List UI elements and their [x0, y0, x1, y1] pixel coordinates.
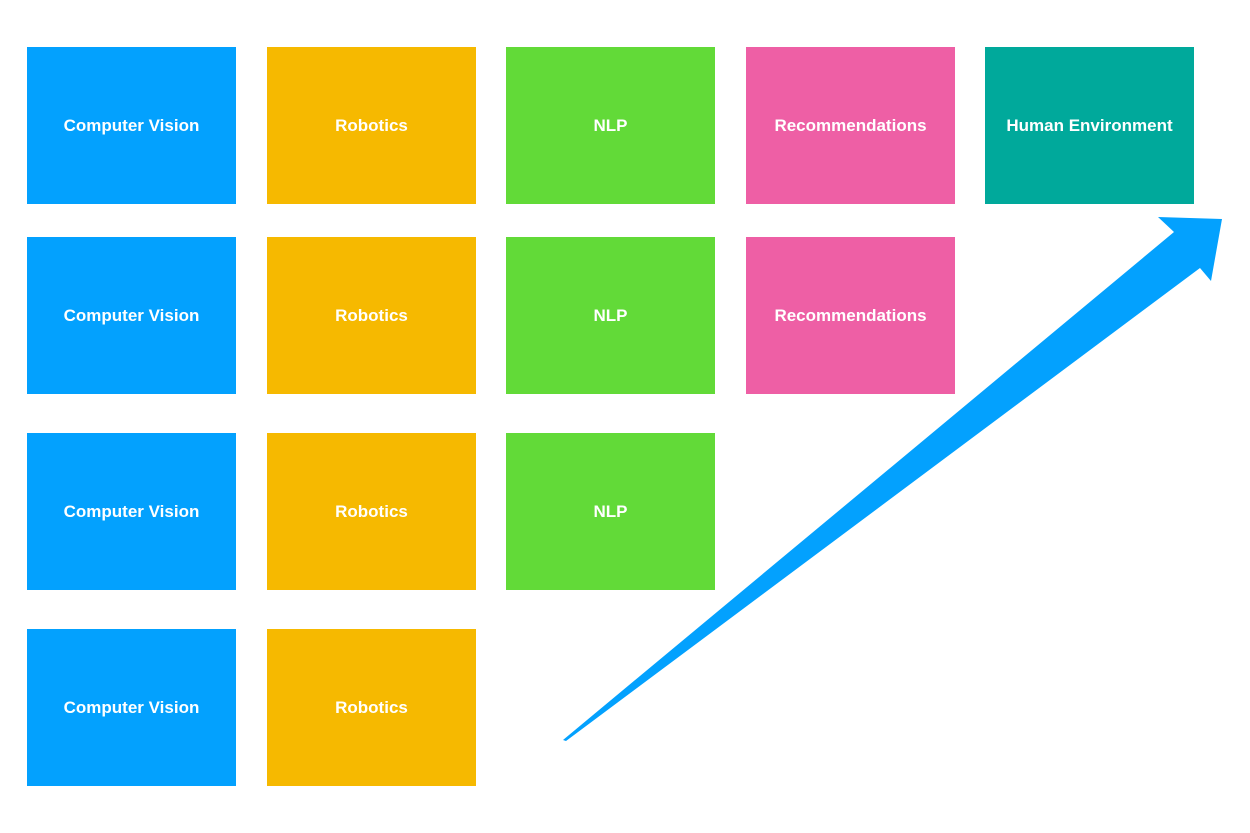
tile-label: Robotics	[335, 697, 408, 717]
tile-rob: Robotics	[267, 433, 476, 590]
tile-nlp: NLP	[506, 433, 715, 590]
tile-label: Computer Vision	[63, 305, 200, 325]
tile-label: Robotics	[335, 115, 408, 135]
tile-rob: Robotics	[267, 629, 476, 786]
tile-label: Computer Vision	[63, 115, 200, 135]
tile-cv: Computer Vision	[27, 47, 236, 204]
tile-label: NLP	[593, 115, 628, 135]
tile-hum: Human Environment	[985, 47, 1194, 204]
tile-rec: Recommendations	[746, 237, 955, 394]
tile-label: Recommendations	[774, 115, 927, 135]
tile-nlp: NLP	[506, 237, 715, 394]
tile-label: NLP	[593, 501, 628, 521]
tile-label: Computer Vision	[63, 501, 200, 521]
tile-label: Computer Vision	[63, 697, 200, 717]
tile-rob: Robotics	[267, 47, 476, 204]
tile-rob: Robotics	[267, 237, 476, 394]
tile-label: Robotics	[335, 501, 408, 521]
tile-cv: Computer Vision	[27, 629, 236, 786]
tile-cv: Computer Vision	[27, 433, 236, 590]
tile-label: Recommendations	[774, 305, 927, 325]
tile-label: NLP	[593, 305, 628, 325]
tile-label: Human Environment	[1006, 115, 1173, 135]
tile-rec: Recommendations	[746, 47, 955, 204]
tile-cv: Computer Vision	[27, 237, 236, 394]
tile-label: Robotics	[335, 305, 408, 325]
tile-nlp: NLP	[506, 47, 715, 204]
